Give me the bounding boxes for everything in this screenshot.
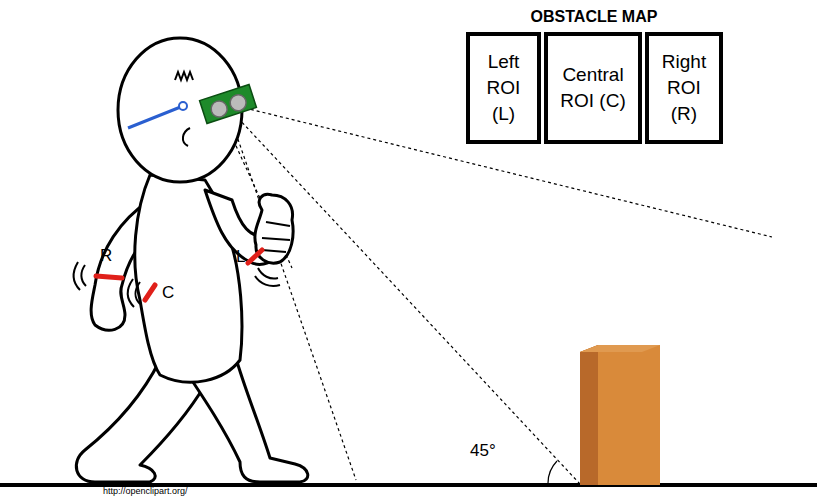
map-title: OBSTACLE MAP bbox=[531, 8, 658, 26]
roi-text: Right ROI (R) bbox=[653, 49, 715, 127]
roi-box: Central ROI (C) bbox=[544, 32, 642, 144]
watermark: http://openclipart.org/ bbox=[103, 487, 188, 497]
band-label: R bbox=[100, 247, 112, 266]
angle-label: 45° bbox=[470, 442, 496, 461]
band-label: C bbox=[162, 284, 174, 303]
band-label: L bbox=[236, 248, 245, 267]
roi-text: Central ROI (C) bbox=[552, 62, 634, 114]
roi-box: Left ROI (L) bbox=[466, 32, 541, 144]
roi-text: Left ROI (L) bbox=[474, 49, 533, 127]
roi-box: Right ROI (R) bbox=[645, 32, 723, 144]
